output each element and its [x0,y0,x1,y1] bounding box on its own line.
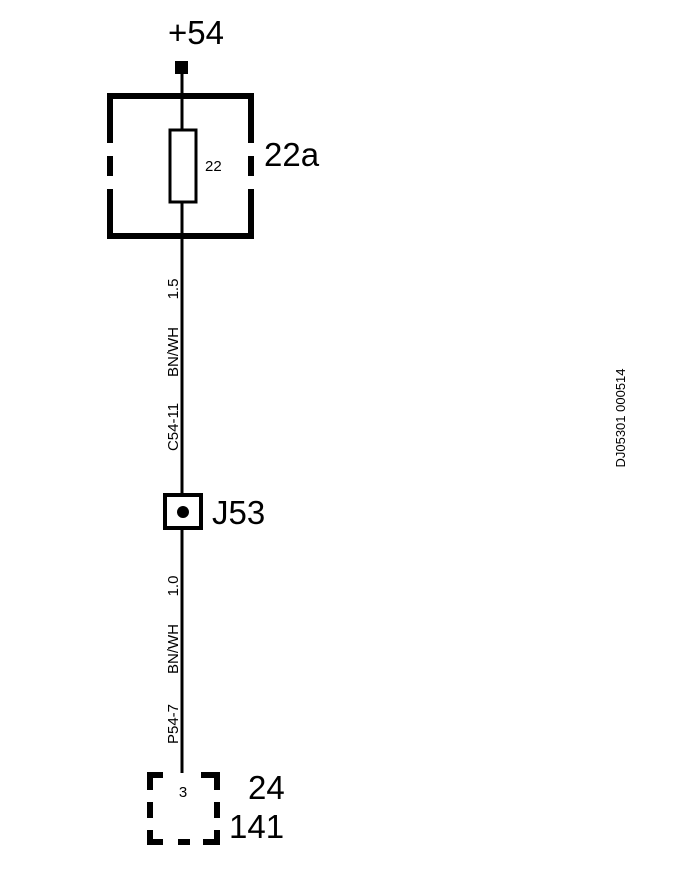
junction-dot [177,506,189,518]
upper-wire-color: BN/WH [165,327,182,377]
supply-terminal [175,61,188,74]
connector-pin-label: 3 [179,784,187,801]
lower-wire-circuit: P54-7 [165,704,182,744]
junction-label: J53 [212,494,265,531]
fuse-box [107,93,254,239]
upper-wire-size: 1.5 [165,279,182,300]
lower-wire-size: 1.0 [165,576,182,597]
junction-box [163,493,203,530]
component-sub-label: 141 [229,808,284,845]
upper-wire-circuit: C54-11 [165,403,182,451]
fuse-number-label: 22 [205,158,222,175]
fuse-element [168,128,198,204]
connector-box [147,772,220,845]
component-label: 24 [248,769,285,806]
supply-label: +54 [168,14,224,51]
fuse-box-label: 22a [264,136,320,173]
reference-code: DJ05301 000514 [613,368,628,467]
lower-wire-color: BN/WH [165,624,182,674]
